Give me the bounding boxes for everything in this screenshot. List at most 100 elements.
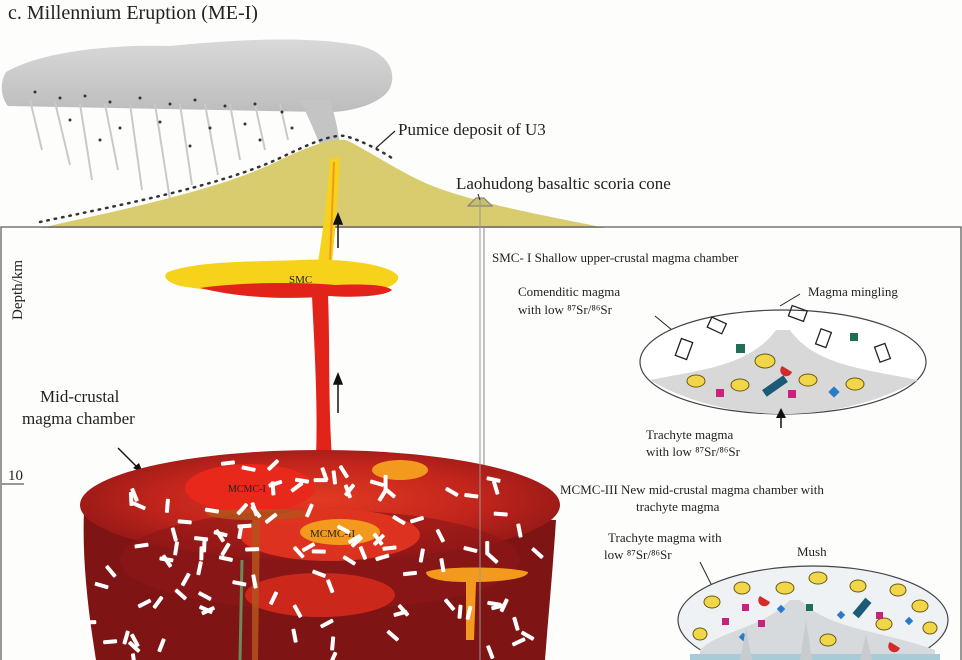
crystal-lath: [290, 481, 304, 493]
mcmc-heading-line2: trachyte magma: [636, 499, 720, 514]
crystal-lath: [328, 651, 338, 660]
crystal-lath: [377, 488, 388, 502]
mcmc-iii-inset: [677, 565, 949, 660]
crystal-lath: [152, 595, 164, 609]
crystal-lath: [264, 512, 278, 524]
shallow-chamber-red: [200, 283, 392, 298]
mcmc-trachyte-line2: low ⁸⁷Sr/⁸⁶Sr: [604, 547, 672, 562]
upper-conduit: [318, 158, 340, 262]
crystal-lath: [409, 515, 425, 524]
pumice-deposit-label: Pumice deposit of U3: [398, 120, 546, 139]
eruption-cloud: [1, 39, 393, 201]
ascent-arrows: [332, 211, 344, 413]
crystal-lath: [492, 480, 500, 495]
crystal-lath: [251, 574, 258, 589]
crystal-lath: [134, 542, 149, 549]
magma-mingling-label: Magma mingling: [808, 284, 898, 299]
crystal-lath: [486, 476, 501, 483]
crystal-lath: [177, 519, 192, 525]
crystal-lath: [464, 493, 479, 499]
crystal-lath: [320, 467, 329, 482]
comenditic-label-line2: with low ⁸⁷Sr/⁸⁶Sr: [518, 302, 613, 317]
crystal-lath: [105, 565, 117, 578]
crystal-lath: [236, 502, 249, 516]
crystal-lath: [330, 636, 336, 651]
crystal-lath: [386, 629, 399, 642]
crystal-lath: [443, 598, 456, 611]
crystal-lath: [486, 552, 499, 564]
crystal-lath: [301, 542, 316, 553]
crystal-lath: [232, 580, 247, 587]
crystal-lath: [241, 465, 256, 472]
crystal-lath: [511, 637, 526, 647]
smc-input-arrow: [776, 408, 786, 428]
crystal-lath: [457, 604, 463, 619]
crystal-lath: [320, 618, 334, 629]
crystal-lath: [516, 523, 523, 538]
mush-label: Mush: [797, 544, 827, 559]
comenditic-label-line1: Comenditic magma: [518, 284, 620, 299]
crystal-lath: [382, 545, 397, 551]
crust-frame: [0, 226, 962, 660]
crystal-lath: [250, 505, 262, 519]
crystal-lath: [350, 535, 363, 548]
crystal-lath: [326, 579, 335, 594]
crystal-lath: [214, 529, 225, 543]
crystal-lath: [342, 555, 356, 566]
pumice-leader-line: [375, 130, 396, 149]
crystal-lath: [128, 641, 141, 653]
crystal-lath: [435, 528, 445, 543]
crystal-lath: [336, 524, 351, 535]
crystal-lath: [358, 546, 368, 560]
crystal-lath: [198, 591, 212, 601]
crystal-lath: [173, 541, 180, 556]
depth-tick-10: 10: [8, 468, 23, 484]
crystal-lath: [122, 630, 130, 645]
crystal-lath: [493, 511, 508, 517]
crystal-lath: [204, 507, 220, 514]
crystal-lath: [194, 536, 209, 542]
crystal-lath: [130, 487, 139, 502]
crystal-lath: [520, 630, 535, 641]
crystal-lath: [347, 534, 362, 544]
mcmc-heading-line1: MCMC-III New mid-crustal magma chamber w…: [560, 482, 824, 497]
crystal-lath: [343, 484, 352, 499]
crystal-lath: [157, 638, 166, 653]
crystal-lath: [201, 606, 215, 616]
smc-trachyte-line2: with low ⁸⁷Sr/⁸⁶Sr: [646, 444, 741, 459]
crystal-lath: [291, 628, 298, 643]
crystal-lath: [312, 569, 327, 578]
crystal-lath: [132, 501, 146, 511]
pumice-tephra-line: [38, 134, 397, 224]
crystal-lath: [331, 470, 338, 485]
feldspar-crystals: [82, 459, 544, 660]
crystal-lath: [311, 549, 326, 554]
crystal-lath: [164, 498, 170, 513]
crystal-lath: [486, 645, 495, 660]
mcmc-i-faint-label: MCMC-I: [228, 484, 266, 495]
crystal-lath: [94, 581, 109, 590]
crystal-lath: [463, 546, 478, 553]
crystal-lath: [531, 547, 544, 559]
crystal-lath: [268, 479, 283, 488]
crystal-lath: [292, 604, 303, 618]
crystal-lath: [445, 487, 459, 497]
crystal-lath: [130, 653, 137, 660]
crystal-lath: [237, 524, 244, 540]
depth-axis-label: Depth/km: [10, 260, 26, 320]
crystal-lath: [269, 591, 279, 606]
crystal-lath: [128, 491, 134, 506]
crystal-lath: [293, 546, 305, 559]
crystal-lath: [137, 598, 152, 609]
lower-conduit: [312, 296, 332, 458]
crystal-lath: [512, 616, 520, 631]
crystal-lath: [267, 459, 280, 471]
crystal-lath: [485, 541, 490, 556]
crystal-lath: [218, 555, 233, 562]
crystal-lath: [369, 479, 384, 487]
smc-label: SMC: [289, 274, 312, 286]
crystal-lath: [294, 477, 310, 484]
crystal-lath: [103, 639, 118, 645]
mid-crustal-label-line1: Mid-crustal: [40, 387, 120, 406]
